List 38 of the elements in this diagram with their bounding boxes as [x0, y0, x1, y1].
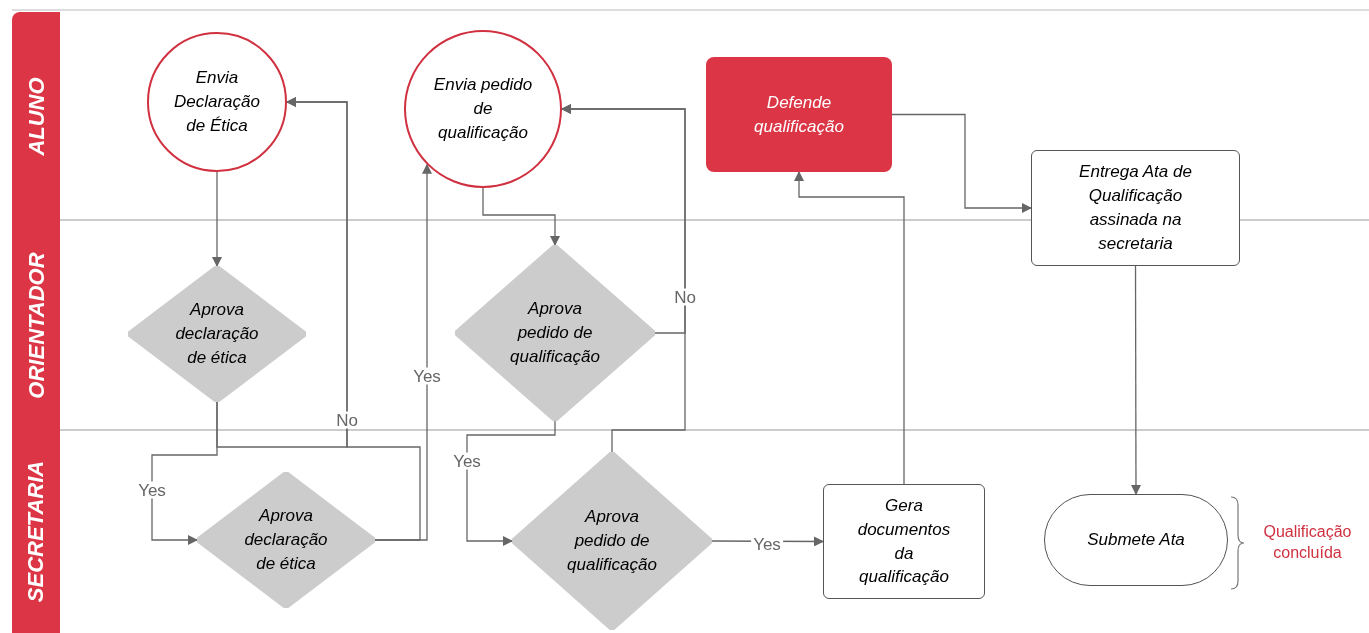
connector-arrow [561, 104, 686, 453]
decision-diamond [128, 266, 306, 402]
edge-label: Yes [411, 367, 443, 385]
node-text: Aprova declaração de ética [243, 505, 329, 575]
node-text: Submete Ata [1087, 529, 1185, 552]
node-text: Aprova pedido de qualificação [509, 298, 601, 368]
connector-arrow [212, 171, 222, 267]
node-text: Aprova pedido de qualificação [566, 506, 658, 576]
connector-arrow [891, 113, 1032, 213]
connector-arrow [286, 97, 421, 541]
lane-header [12, 12, 60, 220]
node-text: Envia pedido de qualificação [432, 74, 534, 144]
node-text: Gera documentos da qualificação [856, 494, 952, 589]
connector-arrow [466, 420, 556, 546]
edge-label: Yes [451, 452, 483, 470]
process-box [706, 57, 892, 172]
edge-label: Yes [136, 481, 168, 499]
lane-header [12, 430, 60, 633]
edge-label: No [334, 411, 360, 429]
decision-diamond [197, 472, 375, 608]
node-text: Envia Declaração de Ética [173, 67, 261, 137]
lane-title: SECRETARIA [22, 460, 50, 603]
connector-arrow [374, 163, 432, 541]
decision-diamond [512, 452, 712, 630]
edge-label: Yes [751, 535, 783, 553]
lane-title: ORIENTADOR [22, 251, 50, 399]
status-note: Qualificação concluída [1262, 522, 1353, 563]
connector-arrow [1131, 265, 1141, 495]
connector-arrow [482, 187, 560, 246]
process-box [1031, 150, 1240, 266]
lane-title: ALUNO [22, 76, 50, 156]
node-text: Defende qualificação [753, 91, 845, 138]
edge-label: No [672, 288, 698, 306]
connector-arrow [794, 171, 905, 485]
node-text: Aprova declaração de ética [174, 299, 260, 369]
process-box [823, 484, 985, 599]
node-text: Entrega Ata de Qualificação assinada na secretaria [1078, 161, 1193, 255]
decision-diamond [455, 245, 655, 421]
